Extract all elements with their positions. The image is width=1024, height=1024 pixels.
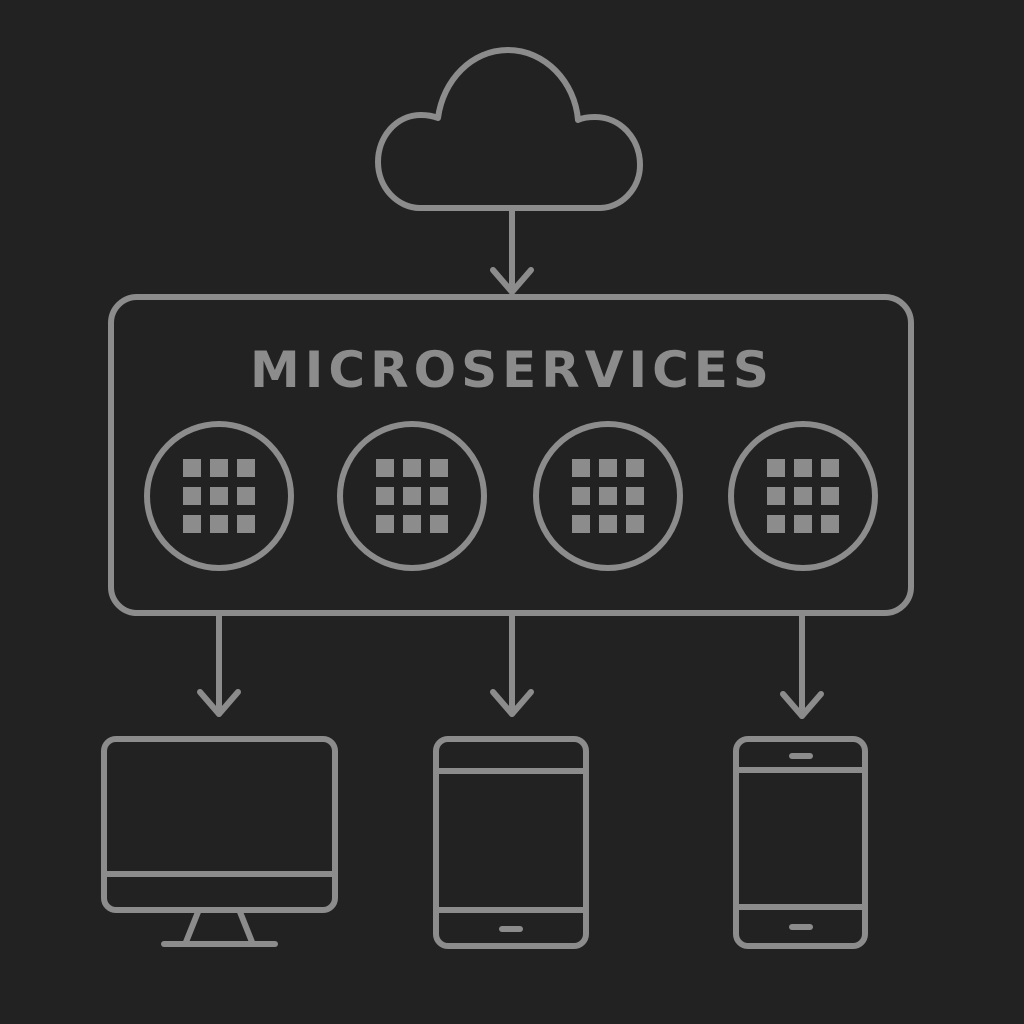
service-2 bbox=[337, 421, 487, 571]
service-4 bbox=[728, 421, 878, 571]
grid-icon bbox=[376, 459, 448, 533]
microservices-box: MICROSERVICES bbox=[108, 294, 914, 616]
arrow-to-desktop bbox=[197, 613, 241, 717]
smartphone-icon bbox=[733, 736, 868, 949]
microservices-title: MICROSERVICES bbox=[250, 341, 774, 399]
tablet-icon bbox=[433, 736, 589, 949]
grid-icon bbox=[572, 459, 644, 533]
cloud-icon bbox=[375, 47, 643, 211]
desktop-monitor-icon bbox=[101, 736, 338, 947]
grid-icon bbox=[183, 459, 255, 533]
service-1 bbox=[144, 421, 294, 571]
arrow-cloud-to-services bbox=[490, 207, 534, 295]
arrow-to-smartphone bbox=[780, 613, 824, 719]
grid-icon bbox=[767, 459, 839, 533]
arrow-to-tablet bbox=[490, 613, 534, 717]
service-3 bbox=[533, 421, 683, 571]
